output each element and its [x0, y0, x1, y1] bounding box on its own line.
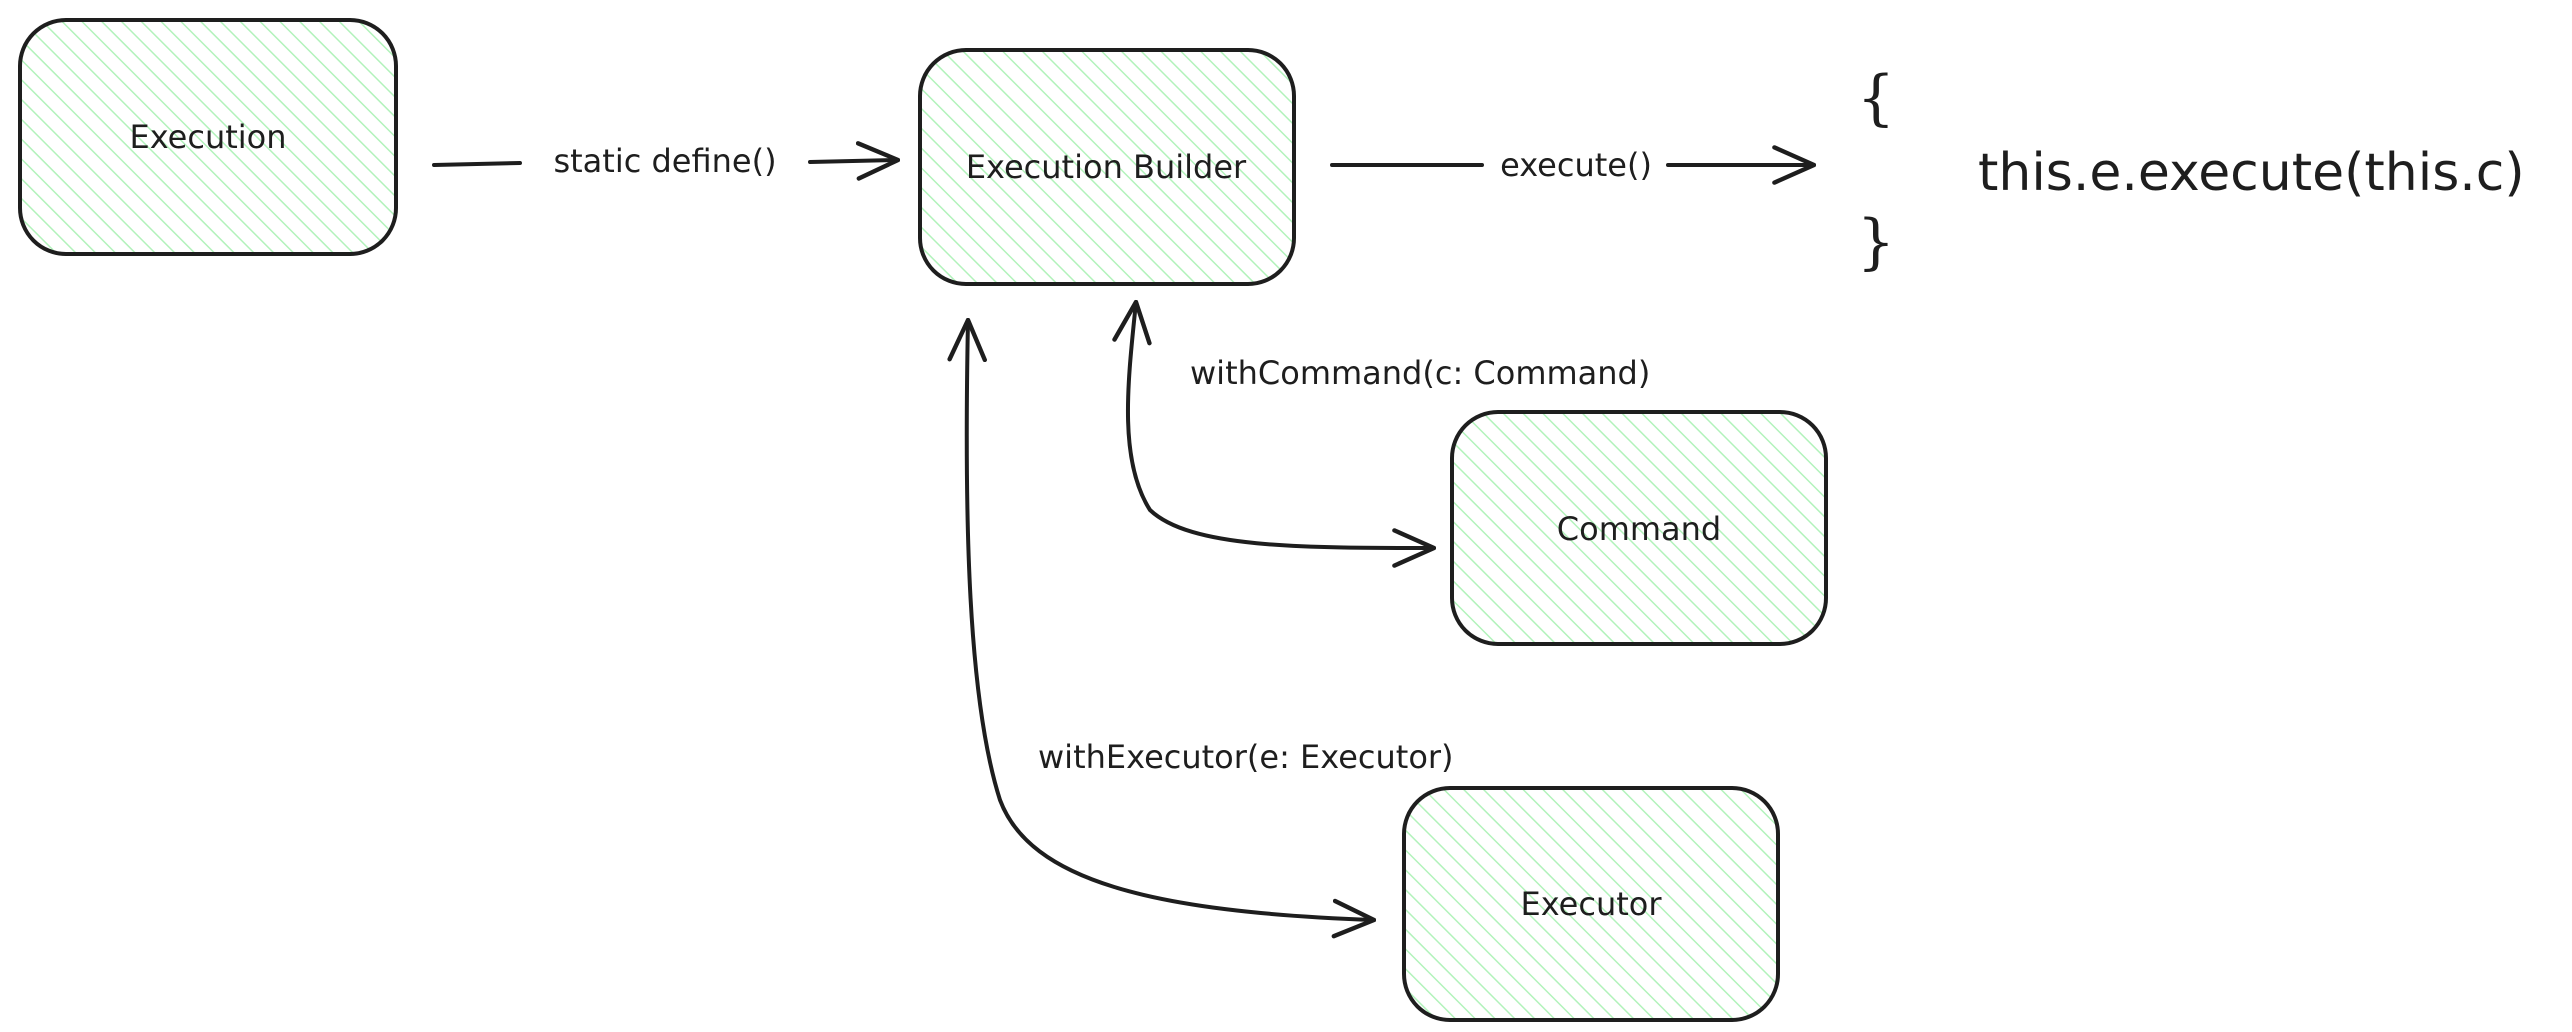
node-command-label: Command: [1557, 510, 1721, 548]
edge-with-command-label: withCommand(c: Command): [1190, 354, 1650, 392]
edge-execute-label-background: [1494, 144, 1658, 186]
close-brace: }: [1857, 207, 1895, 277]
node-execution[interactable]: Execution: [18, 18, 398, 256]
open-brace: {: [1857, 63, 1895, 133]
node-execution-label: Execution: [129, 118, 286, 156]
edge-with-command-line: [1112, 299, 1437, 568]
node-execution-builder-label: Execution Builder: [966, 148, 1247, 186]
edge-with-executor: withExecutor(e: Executor): [947, 317, 1454, 939]
edge-define-line-a: [432, 161, 522, 167]
edge-define-label: static define(): [553, 142, 776, 180]
code-statement: this.e.execute(this.c): [1978, 143, 2525, 203]
node-executor[interactable]: Executor: [1402, 786, 1780, 1022]
edge-define-label-background: [547, 140, 783, 182]
node-executor-label: Executor: [1520, 885, 1662, 923]
node-execution-builder[interactable]: Execution Builder: [918, 48, 1296, 286]
edge-execute-label: execute(): [1500, 146, 1652, 184]
edge-with-executor-line: [947, 317, 1377, 939]
edge-execute: execute(): [1330, 144, 1817, 186]
edge-with-executor-label: withExecutor(e: Executor): [1038, 738, 1454, 776]
code-block: { this.e.execute(this.c) }: [1857, 63, 2525, 277]
edge-define-line-b: [808, 141, 901, 181]
node-command[interactable]: Command: [1450, 410, 1828, 646]
edge-define: static define(): [432, 140, 901, 182]
